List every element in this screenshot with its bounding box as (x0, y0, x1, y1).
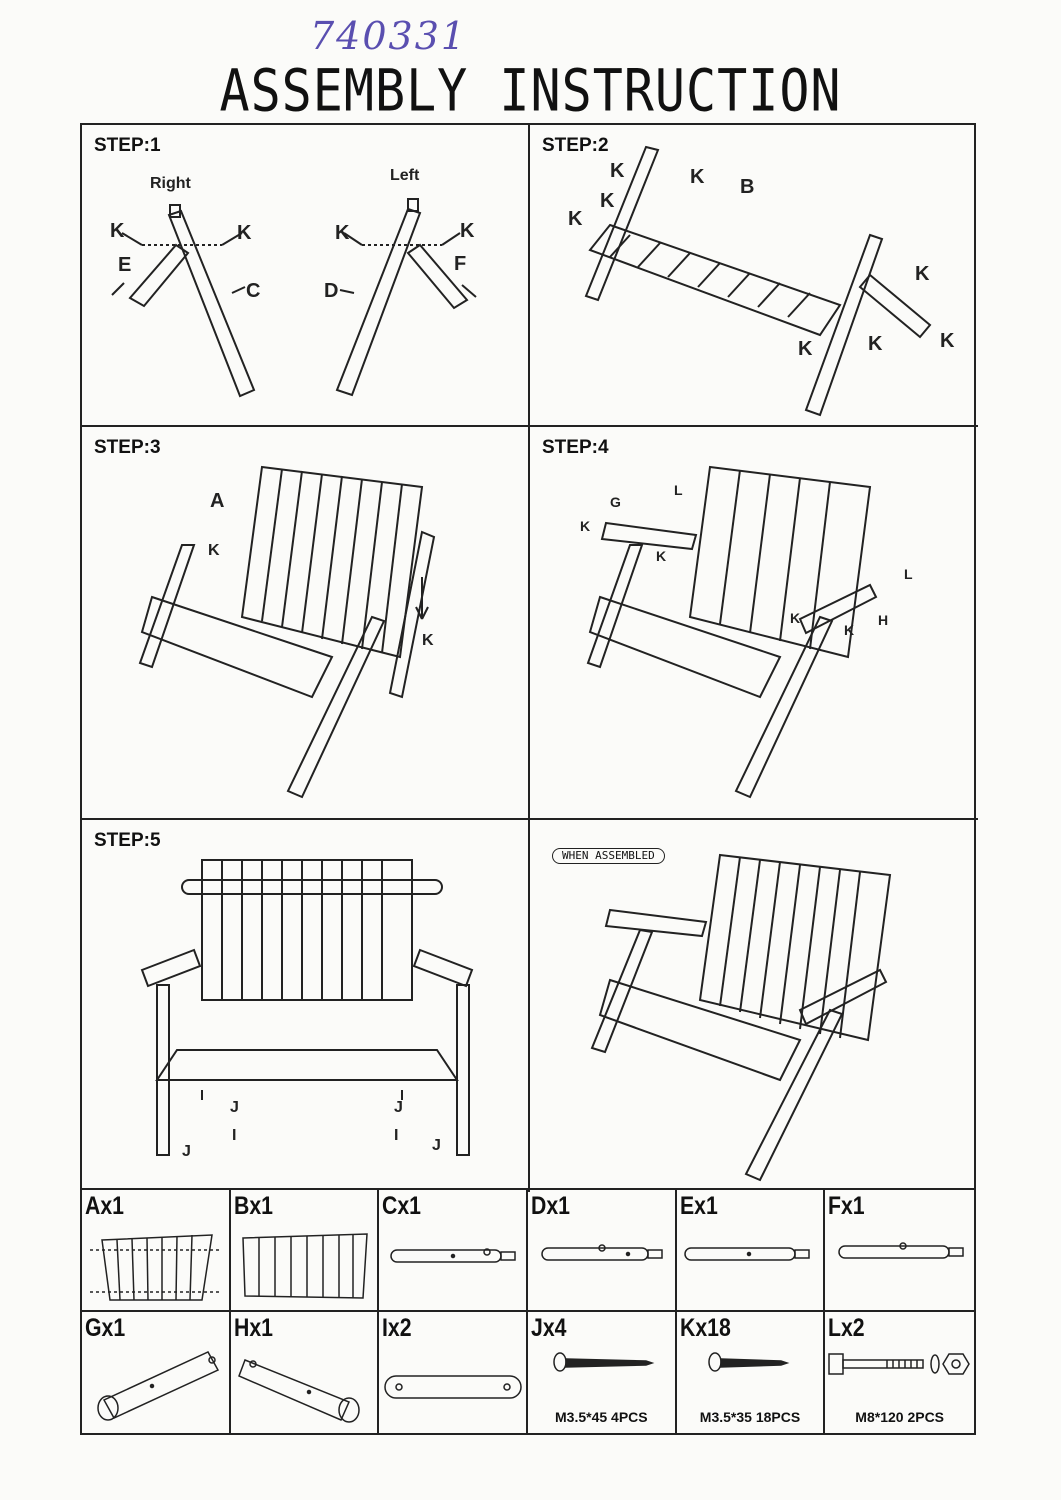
svg-text:J: J (182, 1143, 191, 1160)
step-5-panel: STEP:5 J J I I J J (82, 820, 530, 1192)
svg-text:J: J (394, 1099, 403, 1116)
svg-text:G: G (610, 494, 621, 510)
part-h: Hx1 (231, 1312, 380, 1433)
svg-text:K: K (580, 518, 590, 534)
svg-text:F: F (454, 253, 466, 275)
steps-grid: STEP:1 Right Left K K E C K (80, 123, 978, 1192)
step-label: STEP:4 (542, 437, 609, 458)
assembled-panel: WHEN ASSEMBLED (530, 820, 978, 1192)
step-label: STEP:2 (542, 135, 609, 156)
part-c: Cx1 (379, 1190, 528, 1312)
svg-text:K: K (237, 222, 252, 244)
svg-text:K: K (798, 338, 813, 360)
leg-icon (838, 1242, 965, 1259)
assembled-diagram (590, 853, 892, 1182)
step-label: STEP:1 (94, 135, 161, 156)
when-assembled-badge: WHEN ASSEMBLED (552, 848, 665, 864)
step-3-diagram: A K K (138, 465, 436, 799)
seat-slats (588, 223, 842, 337)
svg-text:K: K (610, 160, 625, 182)
step-1-diagram: Right Left K K E C K K F (110, 167, 477, 398)
svg-text:K: K (690, 166, 705, 188)
svg-text:K: K (110, 220, 125, 242)
part-g: Gx1 (82, 1312, 231, 1433)
svg-text:K: K (656, 548, 666, 564)
screw-icon (707, 1352, 790, 1372)
armrest-g (600, 521, 698, 551)
part-b: Bx1 (230, 1190, 380, 1312)
screw-spec: M3.5*35 18PCS (699, 1409, 801, 1425)
svg-text:I: I (232, 1127, 236, 1144)
step-4-panel: STEP:4 G L K K L H K K (530, 427, 978, 820)
seat-icon (241, 1233, 368, 1299)
armrest-h (798, 583, 878, 635)
svg-text:A: A (210, 490, 224, 512)
part-i: Ix2 (379, 1312, 528, 1433)
handwritten-code: 740331 (310, 14, 468, 58)
part-a: Ax1 (82, 1190, 231, 1312)
leg-icon (390, 1248, 517, 1263)
part-d: Dx1 (528, 1190, 677, 1312)
svg-text:K: K (600, 190, 615, 212)
leg-icon (683, 1247, 810, 1261)
svg-text:K: K (790, 610, 800, 626)
backrest-icon (90, 1234, 222, 1301)
callout-left: Left (390, 167, 420, 184)
step-label: STEP:5 (94, 830, 161, 851)
svg-text:L: L (674, 482, 683, 498)
svg-text:K: K (335, 222, 350, 244)
svg-text:K: K (422, 632, 434, 649)
svg-text:E: E (118, 254, 131, 276)
callout-right: Right (150, 175, 192, 192)
step-3-panel: STEP:3 A K K (82, 427, 530, 820)
step-4-diagram: G L K K L H K K (580, 465, 913, 799)
part-l: Lx2 M8*120 2PCS (825, 1312, 974, 1433)
screw-spec: M3.5*45 4PCS (555, 1409, 648, 1425)
step-2-panel: STEP:2 K K B K K K K K K (530, 125, 978, 427)
step-2-diagram: K K B K K K K K K (568, 145, 955, 417)
leg-f (406, 243, 469, 310)
leg-c (167, 209, 256, 398)
svg-text:D: D (324, 280, 338, 302)
part-e: Ex1 (676, 1190, 826, 1312)
bracket-icon (384, 1375, 523, 1399)
document-title: ASSEMBLY INSTRUCTION (219, 57, 842, 125)
svg-text:K: K (915, 263, 930, 285)
parts-list: Ax1 Bx1 Cx1 (80, 1190, 976, 1435)
svg-text:K: K (844, 622, 854, 638)
svg-text:K: K (208, 542, 220, 559)
svg-text:J: J (432, 1137, 441, 1154)
backrest-a (240, 465, 424, 659)
seat-front (155, 1049, 459, 1081)
svg-text:B: B (740, 176, 754, 198)
armrest-icon (97, 1351, 220, 1421)
bolt-spec: M8*120 2PCS (855, 1409, 945, 1425)
svg-text:I: I (394, 1127, 398, 1144)
svg-text:H: H (878, 612, 888, 628)
svg-text:K: K (568, 208, 583, 230)
step-1-panel: STEP:1 Right Left K K E C K (82, 125, 530, 427)
part-k: Kx18 M3.5*35 18PCS (677, 1312, 826, 1433)
screw-icon (553, 1352, 655, 1372)
armrest-icon (237, 1359, 360, 1423)
leg-e (128, 243, 190, 308)
step-5-diagram: J J I I J J (140, 859, 474, 1160)
step-label: STEP:3 (94, 437, 161, 458)
svg-text:C: C (246, 280, 260, 302)
bolt-icon (828, 1353, 971, 1375)
part-f: Fx1 (825, 1190, 974, 1312)
svg-text:K: K (460, 220, 475, 242)
part-j: Jx4 M3.5*45 4PCS (528, 1312, 677, 1433)
svg-text:K: K (940, 330, 955, 352)
svg-text:J: J (230, 1099, 239, 1116)
svg-text:K: K (868, 333, 883, 355)
leg-icon (541, 1244, 663, 1261)
svg-text:L: L (904, 566, 913, 582)
